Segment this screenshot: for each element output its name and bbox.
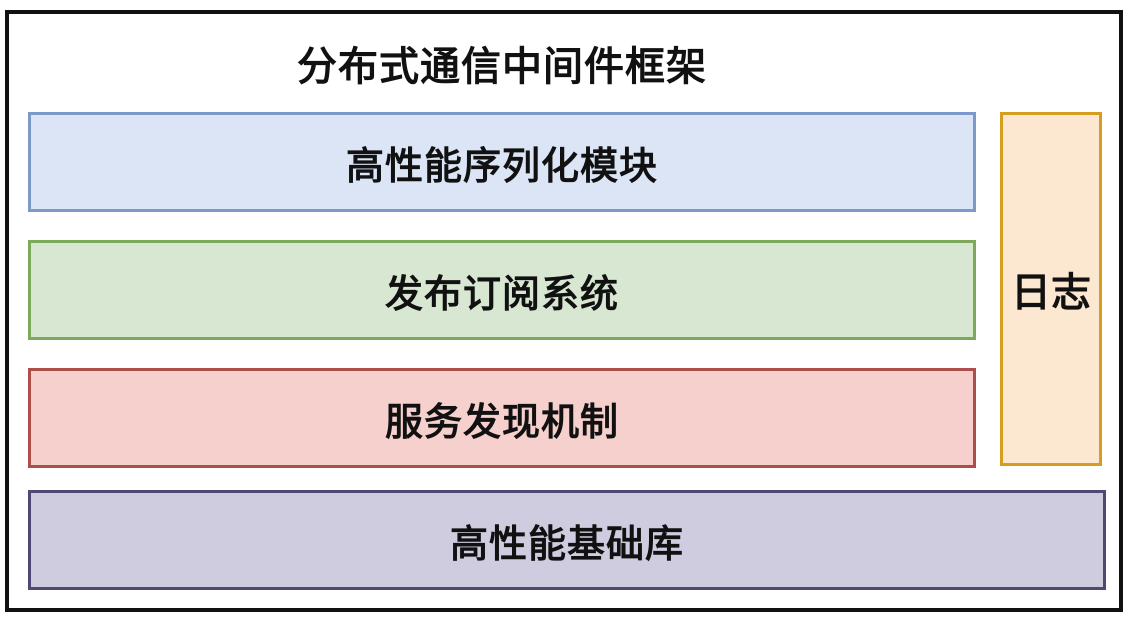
layer-box-pubsub: 发布订阅系统 <box>28 240 976 340</box>
base-label-foundation-library: 高性能基础库 <box>449 523 684 566</box>
layer-label-serialization: 高性能序列化模块 <box>345 145 658 188</box>
layer-box-service-discovery: 服务发现机制 <box>28 368 976 468</box>
base-box-foundation-library: 高性能基础库 <box>28 490 1106 590</box>
side-label-log: 日志 <box>1011 271 1091 315</box>
side-box-log: 日志 <box>1000 112 1102 466</box>
layer-box-serialization: 高性能序列化模块 <box>28 112 976 212</box>
layer-label-service-discovery: 服务发现机制 <box>384 401 619 444</box>
layer-label-pubsub: 发布订阅系统 <box>384 273 619 316</box>
diagram-title: 分布式通信中间件框架 <box>297 45 707 89</box>
